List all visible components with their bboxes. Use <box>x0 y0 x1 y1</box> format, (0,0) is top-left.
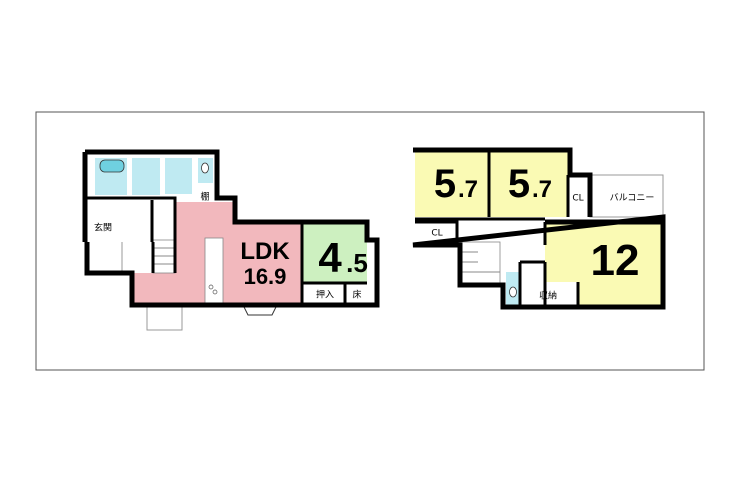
porch <box>86 242 123 273</box>
closet-right-label: CL <box>572 194 583 204</box>
alcove-label: 床 <box>352 289 361 301</box>
tatami-size-int: 4 <box>318 234 342 281</box>
toilet-icon <box>509 286 517 298</box>
utility-room <box>165 158 192 194</box>
closet-left-label: CL <box>431 229 442 239</box>
bedroom-2 <box>490 152 568 217</box>
bedroom-1-size-int: 5 <box>434 162 456 206</box>
stairs-2 <box>459 241 501 286</box>
second-floor: 5 .7 5 .7 CL CL バルコニー 12 収納 <box>412 147 666 310</box>
entrance-label: 玄関 <box>94 222 112 234</box>
stove-icon <box>212 289 218 295</box>
bathtub-icon <box>99 159 125 173</box>
ldk-size: 16.9 <box>244 264 287 289</box>
stove-icon <box>208 284 214 290</box>
bedroom-1 <box>415 152 488 217</box>
tatami-size-frac: .5 <box>346 248 368 278</box>
ldk-label: LDK <box>240 238 290 265</box>
shelf-label: 棚 <box>200 191 209 203</box>
balcony-label: バルコニー <box>610 193 655 204</box>
kitchen-counter <box>204 237 224 304</box>
stairs <box>152 239 176 274</box>
balcony <box>589 174 664 218</box>
master-bedroom-size: 12 <box>591 236 640 285</box>
bedroom-1-size-frac: .7 <box>458 176 478 203</box>
first-floor: 玄関 棚 LDK 16.9 4 .5 押入 床 <box>82 149 380 331</box>
back-door-step <box>146 305 183 331</box>
bedroom-2-size-int: 5 <box>508 162 530 206</box>
toilet-icon <box>201 162 209 174</box>
frame <box>35 111 705 371</box>
tatami-room <box>303 222 367 283</box>
master-bedroom <box>545 222 663 305</box>
storage-label: 収納 <box>539 290 557 302</box>
bedroom-2-size-frac: .7 <box>532 176 552 203</box>
closet-label: 押入 <box>316 289 334 301</box>
washroom <box>132 158 160 195</box>
